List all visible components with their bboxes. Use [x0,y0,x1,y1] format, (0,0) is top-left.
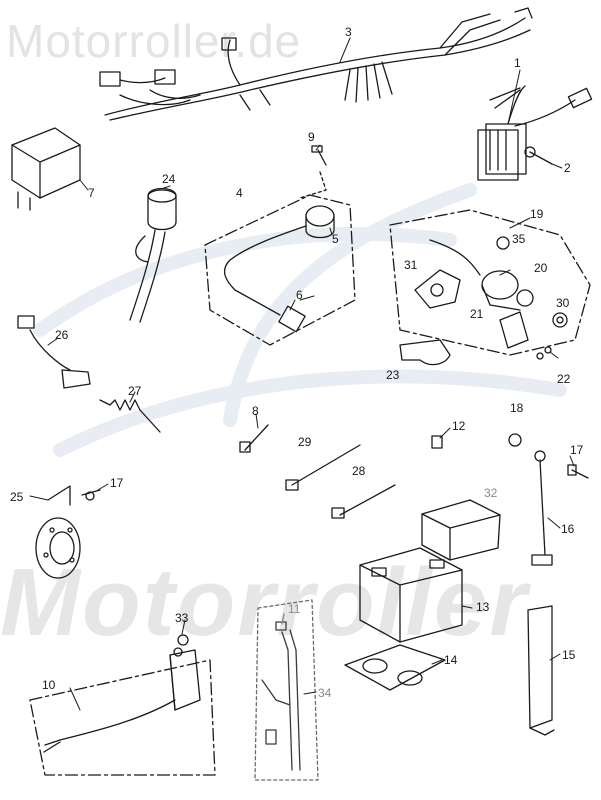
watermark-middle: Motorroller [0,549,529,656]
battery-cover-32 [421,499,501,561]
callout-22: 22 [557,372,571,386]
callout-3: 3 [345,25,352,39]
horn-25 [35,485,81,579]
callout-14: 14 [444,653,458,667]
callout-17a: 17 [110,476,124,490]
leader-lines [29,37,575,711]
bolt-17b [567,464,589,479]
regulator-rectifier [477,85,593,181]
callout-29: 29 [298,435,312,449]
callout-26: 26 [55,328,69,342]
screw-9 [311,145,327,166]
callout-9: 9 [308,130,315,144]
wiring-harness [99,7,533,121]
ignition-coil-5 [223,205,335,333]
callout-19: 19 [530,207,544,221]
callout-10: 10 [42,678,56,692]
callout-7: 7 [88,186,95,200]
callout-18: 18 [510,401,524,415]
ground-strap-16 [531,450,553,566]
group-outline-19 [389,209,591,356]
knob-31 [414,269,461,309]
callout-20: 20 [534,261,548,275]
sub-harness-34 [261,621,301,771]
callout-11: 11 [288,602,301,616]
callout-8: 8 [252,404,259,418]
callout-30: 30 [556,296,570,310]
group-outline-34 [254,599,319,781]
group-outline-10 [29,659,216,776]
bracket-23 [399,339,451,366]
callout-31: 31 [404,258,418,272]
callout-34: 34 [318,686,332,700]
sensor-26 [17,315,91,389]
nut-30 [552,312,568,328]
callout-13: 13 [476,600,490,614]
cable-tie-29 [285,444,361,491]
battery-13 [359,547,463,643]
leader-9 [299,171,327,199]
callout-35: 35 [512,232,526,246]
callout-4: 4 [236,186,243,200]
leader-11 [281,613,285,625]
callout-32: 32 [484,486,498,500]
callout-24: 24 [162,172,176,186]
watermark-top: Motorroller.de [6,15,302,67]
callout-1: 1 [514,56,521,70]
cable-tie-28 [331,484,396,519]
nut-35 [496,236,510,250]
callout-28: 28 [352,464,366,478]
watermark-swoosh [33,183,567,457]
cable-tie-8 [239,424,269,453]
callout-33: 33 [175,611,189,625]
callout-27: 27 [128,384,142,398]
callout-12: 12 [452,419,466,433]
callout-25: 25 [10,490,24,504]
relay-7 [11,127,81,211]
callout-15: 15 [562,648,576,662]
bolt-17a [81,489,101,501]
nut-18 [508,433,522,447]
callout-2: 2 [564,161,571,175]
starter-relay [43,634,201,753]
callout-6: 6 [296,288,303,302]
ignition-switch-20 [429,239,534,311]
clip-12 [431,435,443,449]
callout-16: 16 [561,522,575,536]
battery-pad-14 [344,644,446,691]
callout-5: 5 [332,232,339,246]
cover-21 [499,311,529,349]
battery-strap-15 [527,605,555,736]
spring-27 [99,399,161,433]
callout-23: 23 [386,368,400,382]
screws-22 [536,346,552,360]
flasher-24 [129,187,177,323]
bolt-2 [524,146,553,165]
callout-21: 21 [470,307,484,321]
callout-17b: 17 [570,443,584,457]
